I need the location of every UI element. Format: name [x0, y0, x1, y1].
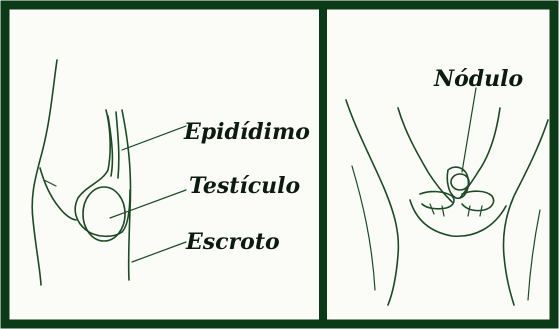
label-nodulo: Nódulo	[433, 66, 523, 92]
right-panel: Nódulo	[327, 10, 549, 320]
label-testiculo: Testículo	[189, 173, 300, 199]
label-escroto: Escroto	[185, 229, 280, 255]
label-epididimo: Epidídimo	[183, 119, 310, 145]
left-panel: Epidídimo Testículo Escroto	[10, 10, 319, 320]
